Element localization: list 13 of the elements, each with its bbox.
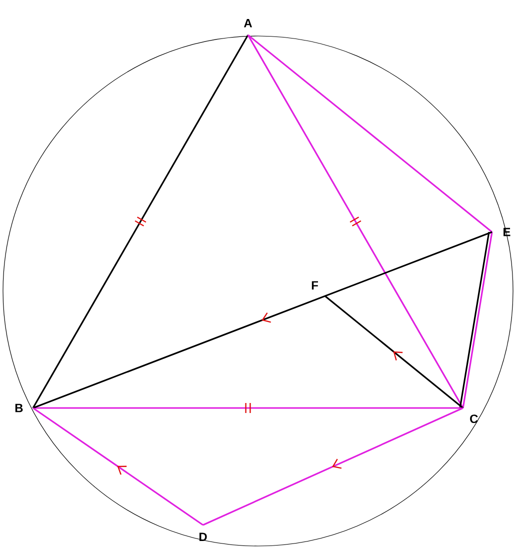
line-segment: [202, 407, 464, 526]
line-segment: [33, 407, 463, 409]
line-segment: [324, 295, 464, 409]
line-segment: [32, 231, 492, 409]
line-segment: [248, 34, 492, 233]
point-label: C: [470, 414, 478, 424]
point-label: F: [312, 281, 318, 290]
line-segment: [32, 407, 204, 526]
point-label: A: [244, 19, 252, 28]
point-label: D: [199, 532, 207, 541]
line-segment: [247, 34, 464, 408]
line-segment: [32, 34, 249, 408]
point-label: B: [15, 404, 23, 412]
